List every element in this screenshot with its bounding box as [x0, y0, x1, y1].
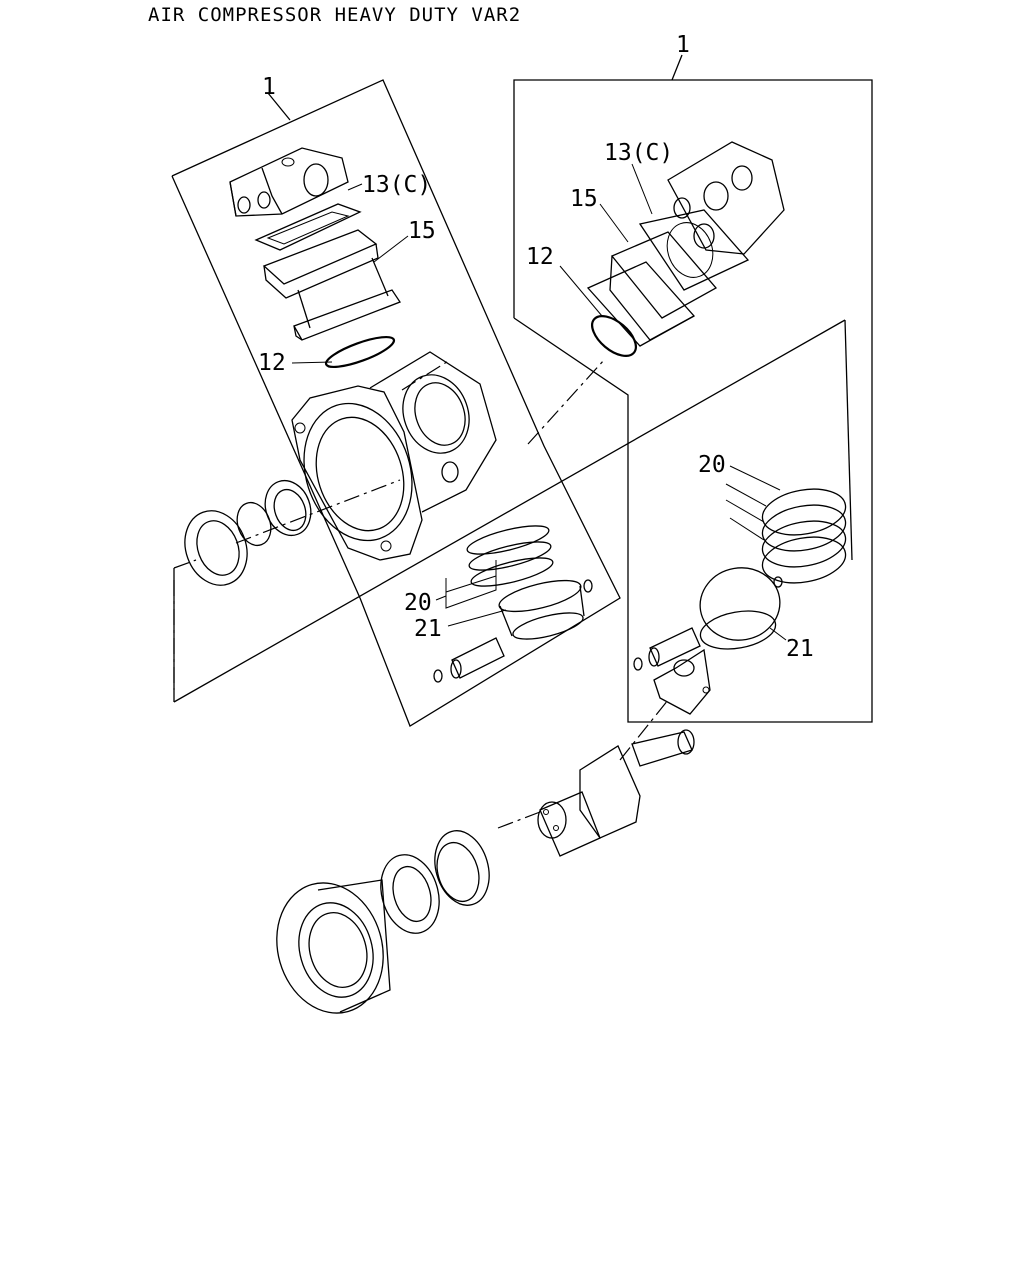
rear-bearing [380, 830, 490, 934]
callout-left-head-gasket: 13(C) [362, 172, 431, 198]
left-group-frame [171, 79, 621, 727]
left-cylinder-head [229, 147, 349, 217]
left-piston-rings [466, 525, 554, 587]
callout-left-piston: 21 [414, 616, 442, 642]
crank-frame [173, 319, 853, 703]
left-cylinder [262, 229, 401, 341]
right-o-ring [591, 315, 637, 357]
left-head-gasket [254, 203, 362, 251]
callout-right-rings: 20 [698, 452, 726, 478]
rear-flange [276, 879, 391, 1014]
left-o-ring [324, 335, 396, 369]
right-group-frame [513, 54, 873, 723]
left-bearing-seal [184, 479, 312, 586]
left-piston-pin [433, 579, 593, 683]
callout-left-cylinder: 15 [408, 218, 436, 244]
callout-right-piston: 21 [786, 636, 814, 662]
right-cylinder [586, 231, 718, 347]
crankshaft [537, 729, 695, 857]
right-head-gasket [638, 209, 750, 291]
left-piston [498, 579, 585, 640]
connecting-rod [653, 648, 711, 715]
diagram-title: AIR COMPRESSOR HEAVY DUTY VAR2 [148, 4, 522, 26]
callout-left-o-ring: 12 [258, 350, 286, 376]
right-piston [699, 567, 783, 650]
callout-right-o-ring: 12 [526, 244, 554, 270]
callout-right-group: 1 [676, 32, 690, 58]
right-cylinder-head [667, 141, 785, 255]
callout-left-rings: 20 [404, 590, 432, 616]
callout-left-group: 1 [262, 74, 276, 100]
callout-right-head-gasket: 13(C) [604, 140, 673, 166]
callout-right-cylinder: 15 [570, 186, 598, 212]
right-piston-pin [633, 627, 701, 671]
right-piston-rings [761, 488, 847, 584]
leader-lines [291, 163, 787, 641]
left-crankcase [291, 351, 497, 561]
